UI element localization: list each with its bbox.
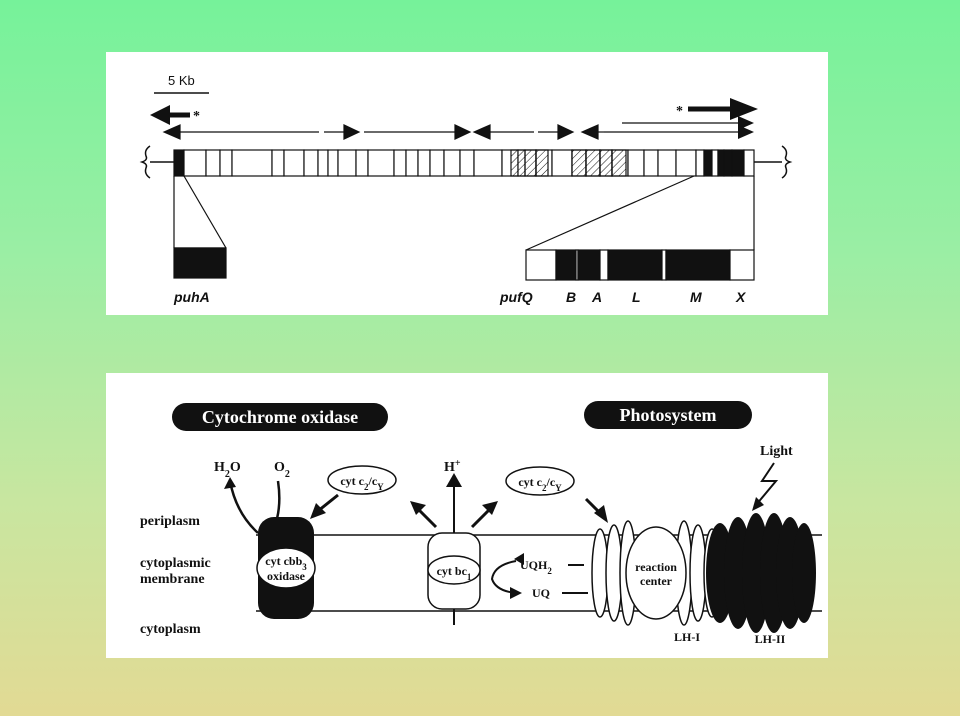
cbb3-label-2: oxidase — [267, 569, 306, 583]
gene-label-a: A — [591, 289, 602, 305]
cyt-oxidase-title-pill: Cytochrome oxidase — [172, 403, 388, 431]
svg-text:reaction: reaction — [635, 560, 677, 574]
photosystem-panel: Cytochrome oxidase Photosystem periplasm… — [106, 373, 828, 658]
svg-text:center: center — [640, 574, 673, 588]
photosystem-title-pill: Photosystem — [584, 401, 752, 429]
svg-text:cyt c2/cY: cyt c2/cY — [340, 474, 384, 492]
gene-label-x: X — [735, 289, 747, 305]
bc1-label: cyt bc1 — [437, 564, 472, 582]
photosystem-title: Photosystem — [620, 405, 717, 425]
cbb3-label-1: cyt cbb3 — [265, 554, 307, 572]
label-hplus: H+ — [444, 458, 461, 476]
bc1-out-arrows — [410, 501, 498, 529]
star-right: * — [676, 104, 683, 119]
transcription-arrow-row — [162, 124, 604, 140]
bold-right-arrow — [688, 98, 758, 120]
cyt-bc1-complex: cyt bc1 — [427, 473, 481, 625]
gene-label-b: B — [566, 289, 576, 305]
gene-label-l: L — [632, 289, 641, 305]
cyt-cbb3-oxidase: cyt cbb3 oxidase — [256, 517, 316, 619]
gene-cluster-boxes — [173, 149, 755, 177]
bold-left-arrow — [150, 105, 190, 125]
gene-label-pufq: pufQ — [499, 289, 533, 305]
label-membrane-1: cytoplasmic — [140, 556, 211, 571]
transcript-arrows-right — [604, 116, 754, 139]
label-uqh2: UQH2 — [520, 558, 552, 576]
scale-label: 5 Kb — [168, 73, 195, 88]
cyt-oxidase-title: Cytochrome oxidase — [202, 407, 358, 427]
uq-cycle-arrows — [490, 560, 588, 594]
cyt-c-left: cyt c2/cY — [327, 465, 397, 495]
label-periplasm: periplasm — [140, 514, 200, 529]
label-uq: UQ — [532, 586, 550, 600]
chromosome-backbone — [139, 145, 793, 179]
label-light: Light — [760, 444, 793, 459]
puha-expansion — [173, 175, 227, 279]
label-cytoplasm: cytoplasm — [140, 622, 201, 637]
reaction-center: reaction center — [625, 526, 687, 620]
membrane-diagram: Cytochrome oxidase Photosystem periplasm… — [140, 401, 822, 646]
lh2-ring — [706, 513, 816, 633]
gene-label-puha: puhA — [173, 289, 210, 305]
h2o-arrowhead — [224, 477, 236, 489]
svg-text:cyt c2/cY: cyt c2/cY — [518, 475, 562, 493]
label-lh1: LH-I — [674, 630, 700, 644]
gene-map-panel: 5 Kb * * — [106, 52, 828, 315]
arrow-to-reaction-center — [584, 497, 608, 523]
star-left: * — [193, 109, 200, 124]
label-membrane-2: membrane — [140, 572, 205, 587]
gene-map-diagram: 5 Kb * * — [139, 73, 793, 305]
hatched-genes — [510, 149, 627, 177]
arrow-to-oxidase — [310, 493, 339, 519]
label-o2: O2 — [274, 460, 290, 480]
label-h2o: H2O — [214, 460, 241, 480]
light-bolt — [752, 462, 779, 511]
label-lh2: LH-II — [755, 632, 786, 646]
puf-expansion — [525, 175, 755, 281]
gene-label-m: M — [690, 289, 702, 305]
cyt-c-right: cyt c2/cY — [505, 466, 575, 496]
